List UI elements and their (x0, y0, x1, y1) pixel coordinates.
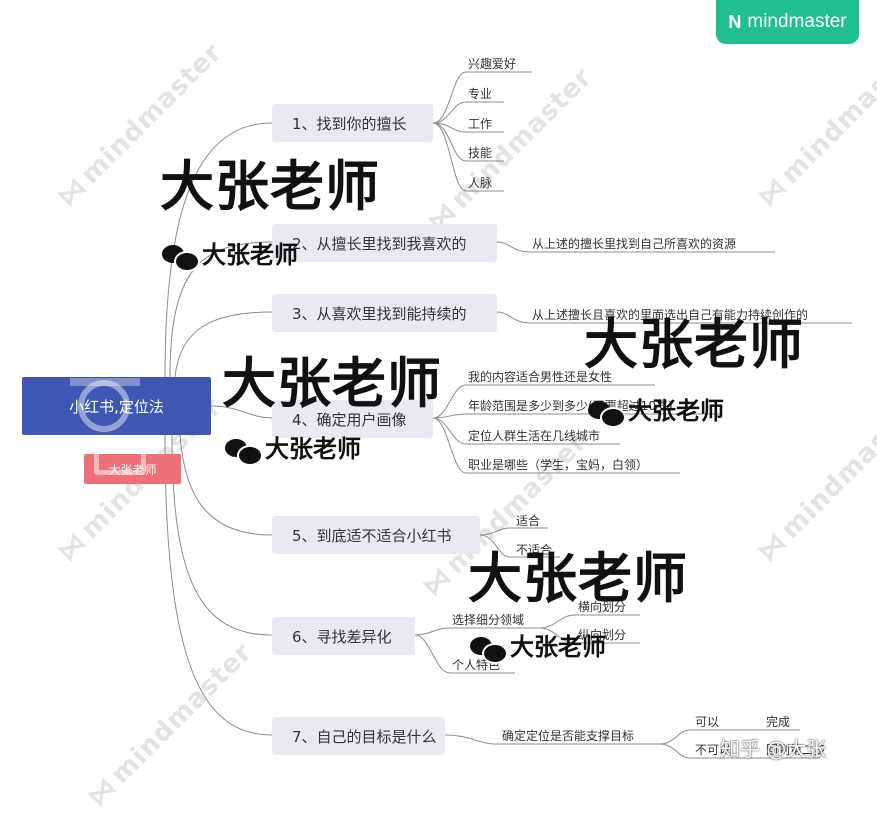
subtopic[interactable]: 选择细分领域 (452, 613, 525, 627)
mind-map-canvas: ⋈mindmaster ⋈mindmaster ⋈mindmaster ⋈min… (22, 0, 877, 813)
wechat-overlay: 大张老师 (225, 437, 361, 466)
camera-icon (94, 447, 146, 475)
author-overlay-text: 大张老师 (222, 352, 442, 415)
camera-icon (78, 380, 130, 432)
watermark: ⋈mindmaster (420, 62, 599, 239)
subtopic[interactable]: 工作 (468, 117, 493, 131)
subtopic[interactable]: 可以 (695, 715, 720, 729)
wechat-overlay: 大张老师 (470, 635, 606, 664)
subtopic[interactable]: 不适合 (516, 543, 553, 557)
subtopic[interactable]: 纵向划分 (578, 628, 627, 642)
branch-topic-7[interactable]: 7、自己的目标是什么 (272, 717, 445, 755)
subtopic[interactable]: 专业 (468, 87, 493, 101)
author-overlay-text: 大张老师 (160, 155, 380, 218)
wechat-overlay: 大张老师 (162, 243, 298, 272)
subtopic[interactable]: 从上述的擅长里找到自己所喜欢的资源 (532, 237, 737, 251)
wechat-icon (162, 243, 200, 272)
brand-name: mindmaster (747, 11, 847, 32)
wechat-overlay: 大张老师 (588, 399, 724, 428)
branch-topic-3[interactable]: 3、从喜欢里找到能持续的 (272, 294, 497, 332)
subtopic[interactable]: 技能 (468, 146, 493, 160)
subtopic[interactable]: 确定定位是否能支撑目标 (502, 729, 635, 743)
author-overlay-text: 大张老师 (468, 547, 688, 610)
branch-topic-2[interactable]: 2、从擅长里找到我喜欢的 (272, 224, 497, 262)
author-overlay-text: 大张老师 (584, 313, 804, 376)
subtopic[interactable]: 适合 (516, 514, 541, 528)
subtopic[interactable]: 定位人群生活在几线城市 (468, 429, 601, 443)
subtopic[interactable]: 职业是哪些（学生，宝妈，白领） (468, 458, 649, 472)
subtopic[interactable]: 不可以 (695, 743, 732, 757)
subtopic[interactable]: 从上述擅长且喜欢的里面选出自己有能力持续创作的 (532, 308, 809, 322)
wechat-icon (470, 635, 508, 664)
branch-topic-4[interactable]: 4、确定用户画像 (272, 400, 433, 438)
watermark: ⋈mindmaster (80, 637, 259, 813)
subtopic[interactable]: 人脉 (468, 176, 493, 190)
watermark: ⋈mindmaster (750, 392, 877, 569)
link-branch-6 (171, 434, 273, 636)
subtopic[interactable]: 横向划分 (578, 600, 627, 614)
mindmaster-icon: N (728, 11, 742, 32)
wechat-icon (588, 399, 626, 428)
branch-topic-6[interactable]: 6、寻找差异化 (272, 617, 415, 655)
branch-topic-1[interactable]: 1、找到你的擅长 (272, 104, 433, 142)
wechat-icon (225, 437, 263, 466)
subtopic[interactable]: 我的内容适合男性还是女性 (468, 370, 613, 384)
branch-topic-5[interactable]: 5、到底适不适合小红书 (272, 516, 480, 554)
watermark: ⋈mindmaster (750, 37, 877, 214)
mindmaster-logo: N mindmaster (716, 0, 859, 44)
subtopic[interactable]: 完成 (766, 715, 791, 729)
zhihu-watermark: 知乎 @大张 (720, 737, 827, 761)
subtopic[interactable]: 兴趣爱好 (468, 57, 517, 71)
subtopic[interactable]: 回到第二步 (766, 743, 827, 757)
